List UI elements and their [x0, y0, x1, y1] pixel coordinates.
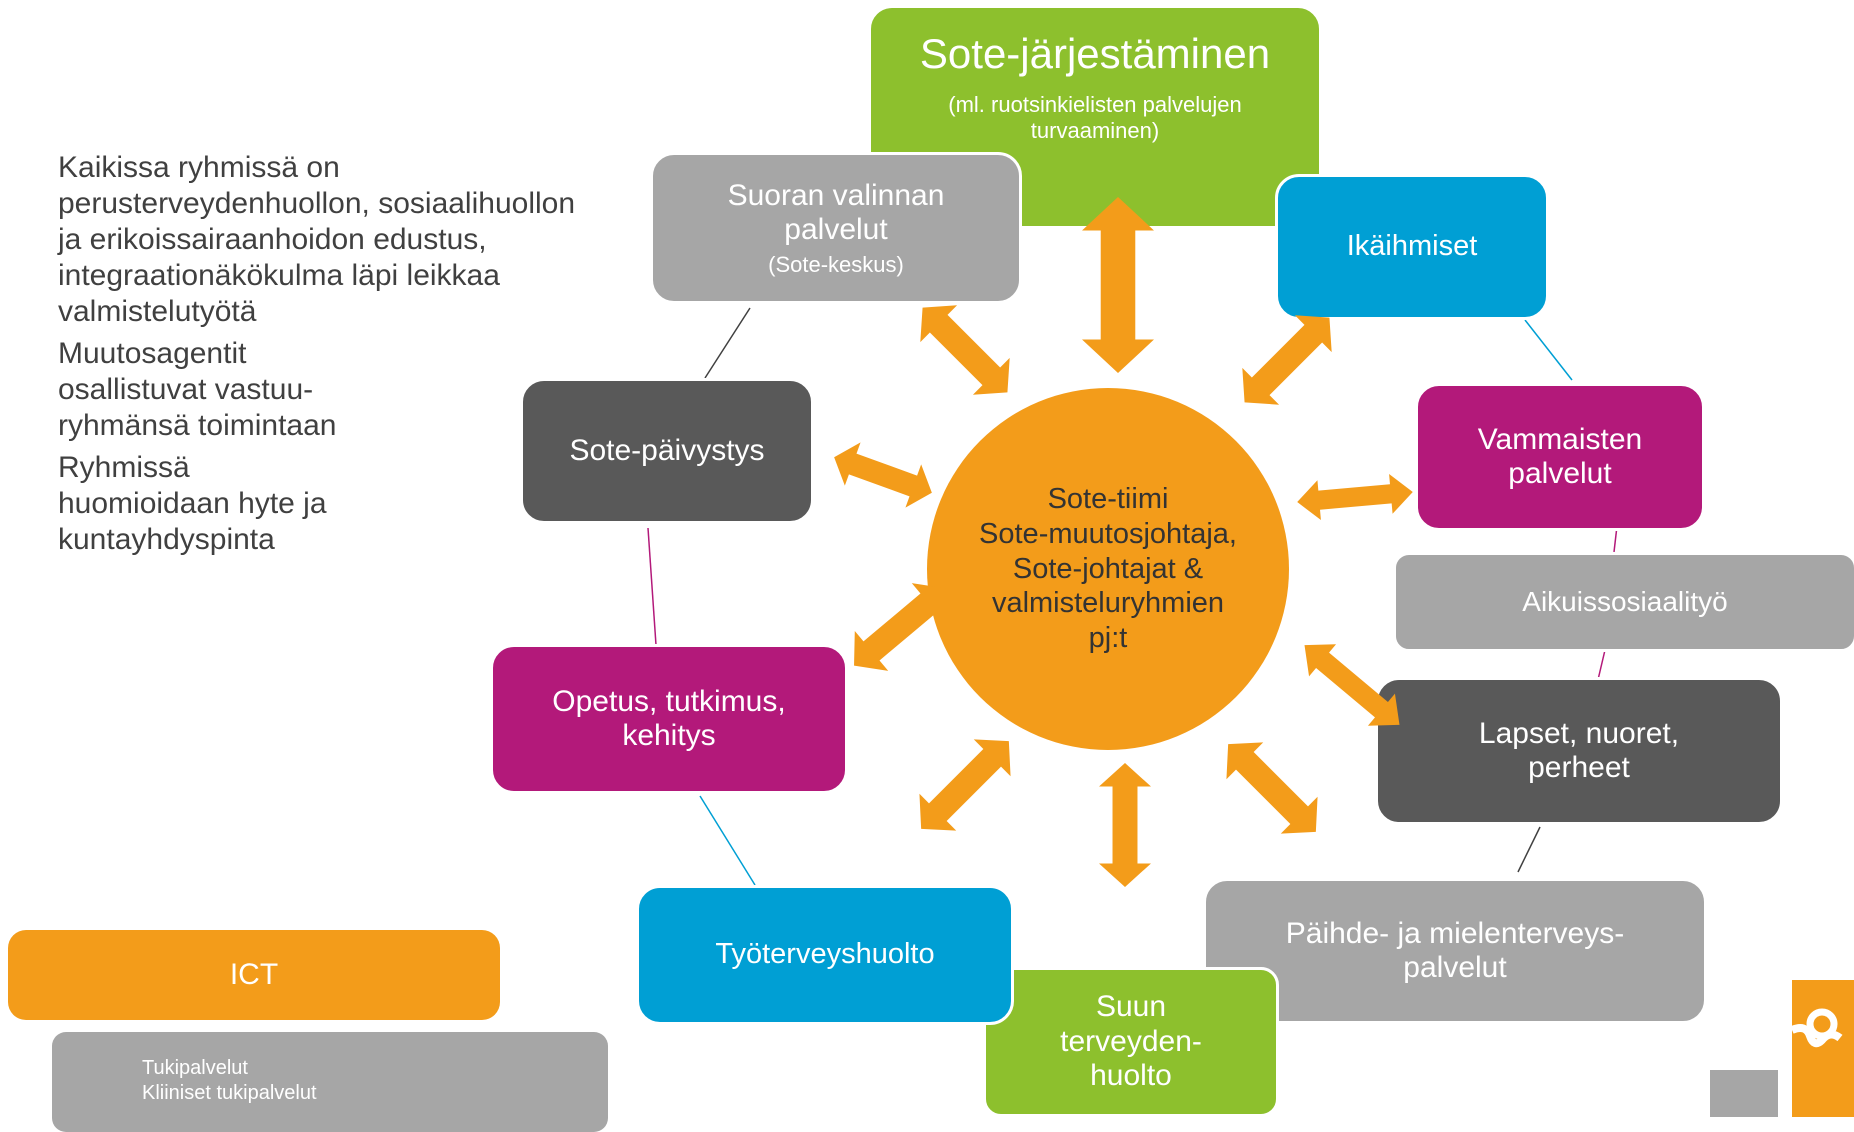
- group-title: Suun terveyden-huolto: [1060, 990, 1202, 1093]
- group-vammaisten-palvelut[interactable]: Vammaisten palvelut: [1415, 383, 1705, 531]
- connector-line: [699, 795, 756, 886]
- puzzle-logo: [1710, 980, 1854, 1117]
- connector-line: [1517, 826, 1541, 873]
- note-hyte: Ryhmissä huomioidaan hyte ja kuntayhdysp…: [58, 451, 327, 556]
- support-services-box[interactable]: Tukipalvelut Kliiniset tukipalvelut: [52, 1032, 608, 1132]
- arrow-to-vammaisten: [1295, 472, 1415, 522]
- center-line: Sote-johtajat &: [1012, 552, 1204, 585]
- group-title: Lapset, nuoret, perheet: [1478, 716, 1680, 785]
- center-line: Sote-muutosjohtaja,: [979, 517, 1237, 550]
- support-line: Kliiniset tukipalvelut: [142, 1082, 317, 1104]
- group-sote-paivystys[interactable]: Sote-päivystys: [520, 378, 814, 524]
- connector-line: [1524, 319, 1573, 381]
- group-title: Työterveyshuolto: [715, 938, 935, 971]
- group-title: Aikuissosiaalityö: [1522, 585, 1728, 617]
- group-tyoterveyshuolto[interactable]: Työterveyshuolto: [636, 885, 1014, 1025]
- connector-line: [647, 527, 657, 646]
- arrow-to-sote-jarjestaminen: [1082, 197, 1154, 373]
- group-ikaihmiset[interactable]: Ikäihmiset: [1275, 174, 1549, 320]
- group-paihde-mielenterveys[interactable]: Päihde- ja mielenterveys-palvelut: [1203, 878, 1707, 1024]
- side-notes: Kaikissa ryhmissä on perusterveydenhuoll…: [58, 150, 618, 564]
- group-title: Sote-päivystys: [569, 433, 765, 467]
- arrow-to-ikaihmiset: [1226, 299, 1348, 421]
- center-line: pj:t: [1088, 622, 1128, 655]
- group-aikuissosiaalityo[interactable]: Aikuissosiaalityö: [1393, 552, 1854, 652]
- arrow-to-tyoterveyshuolto: [902, 722, 1028, 848]
- group-title: Vammaisten palvelut: [1477, 422, 1643, 491]
- group-title: Päihde- ja mielenterveys-palvelut: [1285, 916, 1625, 985]
- group-title: Ikäihmiset: [1346, 230, 1478, 263]
- group-opetus-tutkimus-kehitys[interactable]: Opetus, tutkimus, kehitys: [490, 644, 848, 794]
- arrow-to-suoran-valinnan: [904, 289, 1026, 411]
- group-suun-terveydenhuolto[interactable]: Suun terveyden-huolto: [983, 967, 1279, 1117]
- note-integration: Kaikissa ryhmissä on perusterveydenhuoll…: [58, 151, 576, 328]
- note-muutosagentit: Muutosagentit osallistuvat vastuu-ryhmän…: [58, 337, 337, 442]
- group-lapset-nuoret-perheet[interactable]: Lapset, nuoret, perheet: [1375, 677, 1783, 825]
- group-title: Opetus, tutkimus, kehitys: [552, 684, 786, 753]
- arrow-to-lapset: [1291, 629, 1413, 741]
- center-line: valmisteluryhmien: [991, 587, 1225, 620]
- group-subtitle: (Sote-keskus): [768, 251, 904, 277]
- arrow-to-suun-terveydenhuolto: [1099, 763, 1151, 887]
- group-title: Suoran valinnan palvelut: [727, 178, 945, 247]
- ict-label: ICT: [229, 958, 279, 991]
- arrow-to-paihde: [1209, 725, 1335, 851]
- ict-box[interactable]: ICT: [8, 930, 500, 1020]
- group-subtitle: (ml. ruotsinkielisten palvelujen turvaam…: [948, 92, 1242, 143]
- arrow-to-opetus: [837, 568, 963, 686]
- center-line: Sote-tiimi: [1047, 483, 1169, 515]
- sote-tiimi-circle[interactable]: Sote-tiimi Sote-muutosjohtaja, Sote-joht…: [927, 388, 1289, 750]
- connector-line: [704, 307, 751, 379]
- arrow-to-sote-paivystys: [826, 435, 940, 515]
- group-title: Sote-järjestäminen: [919, 30, 1271, 77]
- support-line: Tukipalvelut: [142, 1057, 248, 1079]
- group-suoran-valinnan-palvelut[interactable]: Suoran valinnan palvelut (Sote-keskus): [650, 152, 1022, 304]
